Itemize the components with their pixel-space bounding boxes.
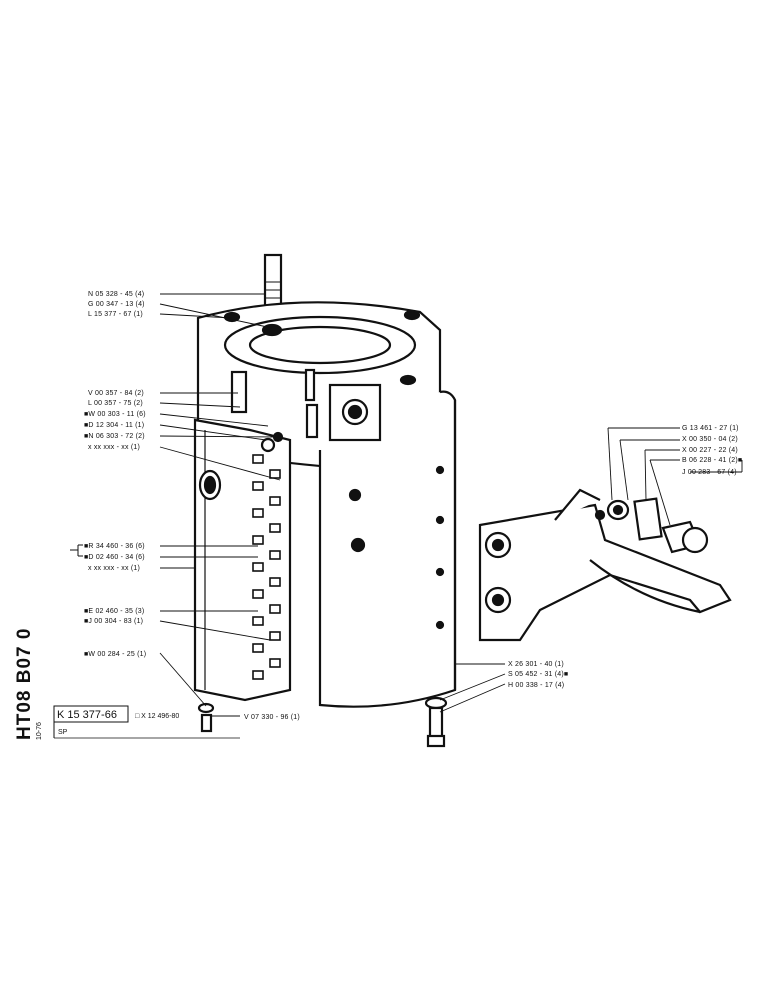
callout-label: H 00 338 - 17 (4) [508, 682, 564, 689]
housing [193, 253, 457, 748]
callout-label: B 06 228 - 41 (2)■ [682, 457, 742, 464]
callout-label: X 00 227 - 22 (4) [682, 447, 738, 454]
callout-label: V 00 357 - 84 (2) [88, 390, 144, 397]
drawing-title: SP [58, 729, 68, 736]
callout-label: X 00 350 - 04 (2) [682, 436, 738, 443]
callout-label: ■R 34 460 - 36 (6) [84, 543, 145, 550]
callout-label: ■N 06 303 - 72 (2) [84, 433, 145, 440]
alternate-reference: □ X 12 496-80 [135, 713, 179, 720]
callout-label: x xx xxx - xx (1) [88, 444, 140, 451]
leader-lines [159, 293, 743, 717]
callout-label: X 26 301 - 40 (1) [508, 661, 564, 668]
callout-label: ■W 00 303 - 11 (6) [84, 411, 146, 418]
callout-label: V 07 330 - 96 (1) [244, 714, 300, 721]
callout-label: x xx xxx - xx (1) [88, 565, 140, 572]
callout-label: ■J 00 304 - 83 (1) [84, 618, 143, 625]
callout-labels-left: N 05 328 - 45 (4) G 00 347 - 13 (4) L 15… [84, 291, 146, 658]
part-number: K 15 377-66 [57, 709, 117, 721]
title-block: K 15 377-66 □ X 12 496-80 SP V 07 330 - … [53, 705, 300, 739]
callout-label: G 13 461 - 27 (1) [682, 425, 739, 432]
callout-label: ■E 02 460 - 35 (3) [84, 608, 144, 615]
callout-label: S 05 452 - 31 (4)■ [508, 671, 568, 678]
callout-label: ■W 00 284 - 25 (1) [84, 651, 146, 658]
callout-label: L 00 357 - 75 (2) [88, 400, 143, 407]
callout-label: G 00 347 - 13 (4) [88, 301, 145, 308]
mounting-bracket [478, 488, 732, 642]
callout-labels-right: G 13 461 - 27 (1) X 00 350 - 04 (2) X 00… [508, 425, 742, 689]
callout-label: ■D 12 304 - 11 (1) [84, 422, 144, 429]
callout-label: ■D 02 460 - 34 (6) [84, 554, 145, 561]
callout-label: N 05 328 - 45 (4) [88, 291, 144, 298]
callout-label: L 15 377 - 67 (1) [88, 311, 143, 318]
callout-label: J 00 283 - 67 (4) [682, 469, 737, 476]
group-bracket [70, 544, 83, 557]
